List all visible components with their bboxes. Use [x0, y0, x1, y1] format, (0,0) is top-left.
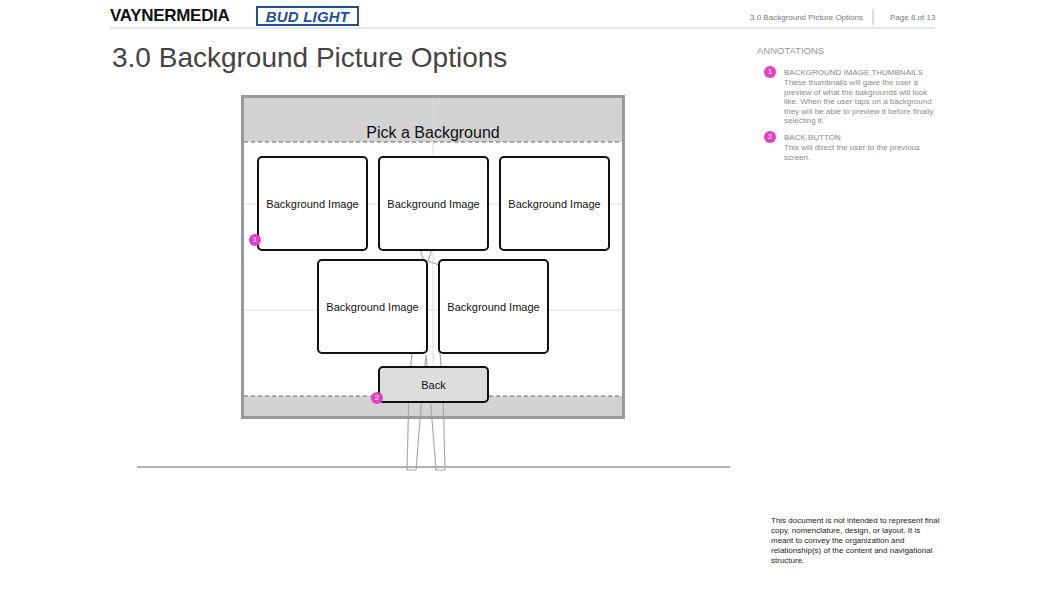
floor-line: [137, 467, 730, 468]
screen-frame: Pick a BackgroundBackground ImageBackgro…: [241, 95, 625, 419]
header-separator: [873, 9, 874, 25]
box-label: Background Image: [508, 198, 600, 210]
annotation-title: BACK BUTTON: [784, 133, 949, 142]
callout-number: 2: [375, 392, 379, 404]
box-label: Background Image: [326, 301, 418, 313]
callout-number: 2: [764, 131, 776, 143]
annotations-heading: ANNOTATIONS: [757, 45, 824, 56]
screen-grid-line: [244, 310, 622, 311]
callout-number: 2: [768, 131, 772, 143]
disclaimer-note: This document is not intended to represe…: [771, 516, 943, 566]
box-label: Background Image: [266, 198, 358, 210]
thumbnail-box: Background Image: [317, 259, 428, 354]
page-number: Page 8 of 13: [890, 13, 935, 22]
callout-number: 2: [371, 392, 383, 404]
header-rule: [110, 28, 935, 29]
thumbnail-box: Background Image: [378, 156, 489, 251]
annotation-title: BACKGROUND IMAGE THUMBNAILS: [784, 68, 949, 77]
callout-number: 1: [249, 234, 261, 246]
callout-number: 1: [253, 234, 257, 246]
thumbnail-box: Background Image: [257, 156, 368, 251]
page-title: 3.0 Background Picture Options: [112, 42, 507, 74]
thumbnail-box: Background Image: [499, 156, 610, 251]
back-button: Back: [378, 366, 489, 403]
brand-logo: VAYNERMEDIA: [110, 6, 230, 26]
annotation-body: These thumbnails will gave the user a pr…: [784, 78, 942, 126]
thumbnail-box: Background Image: [438, 259, 549, 354]
box-label: BUD LIGHT: [266, 8, 349, 25]
annotation-body: This will direct the user to the previou…: [784, 143, 942, 162]
box-label: Back: [421, 379, 445, 391]
safe-area-line: [244, 142, 622, 143]
brand-logo-box: BUD LIGHT: [256, 6, 359, 26]
callout-number: 1: [764, 66, 776, 78]
callout-number: 1: [768, 66, 772, 78]
header-section: 3.0 Background Picture Options: [750, 13, 863, 22]
screen-heading: Pick a Background: [244, 124, 622, 142]
box-label: Background Image: [387, 198, 479, 210]
box-label: Background Image: [447, 301, 539, 313]
